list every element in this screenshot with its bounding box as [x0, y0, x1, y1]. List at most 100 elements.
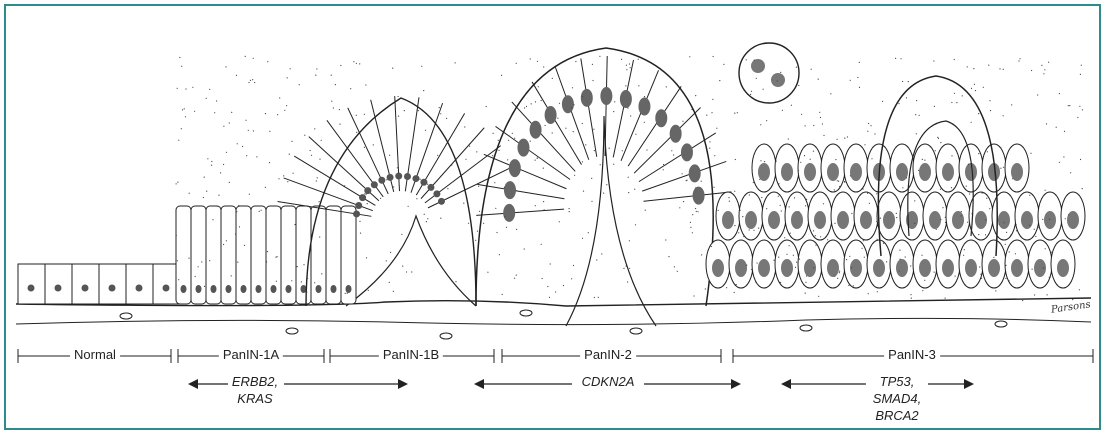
- stipple-dot: [218, 195, 219, 196]
- stipple-dot: [663, 169, 664, 170]
- stipple-dot: [314, 282, 315, 283]
- papillary-cell-border: [613, 60, 633, 157]
- stipple-dot: [794, 197, 795, 198]
- cell-nucleus: [791, 211, 803, 229]
- stipple-dot: [743, 236, 744, 237]
- stipple-dot: [555, 291, 556, 292]
- stipple-dot: [781, 210, 782, 211]
- stipple-dot: [922, 290, 923, 291]
- stipple-dot: [773, 260, 774, 261]
- stipple-dot: [663, 164, 664, 165]
- stipple-dot: [900, 259, 901, 260]
- stipple-dot: [711, 112, 712, 113]
- stroma-stalk: [566, 116, 656, 326]
- stipple-dot: [981, 278, 982, 279]
- stipple-dot: [793, 255, 794, 256]
- stipple-dot: [582, 123, 583, 124]
- stipple-dot: [547, 286, 548, 287]
- stipple-dot: [734, 191, 735, 192]
- stipple-dot: [1034, 229, 1035, 230]
- stipple-dot: [364, 193, 365, 194]
- stipple-dot: [541, 100, 542, 101]
- cell-nucleus: [545, 106, 557, 124]
- stipple-dot: [906, 177, 907, 178]
- stipple-dot: [599, 56, 600, 57]
- stipple-dot: [507, 159, 508, 160]
- stipple-dot: [304, 135, 305, 136]
- stipple-dot: [360, 233, 361, 234]
- stipple-dot: [1043, 73, 1044, 74]
- stipple-dot: [718, 210, 719, 211]
- gene-erbb2: ERBB2,: [232, 373, 278, 390]
- stipple-dot: [411, 271, 412, 272]
- stipple-dot: [1005, 278, 1006, 279]
- stipple-dot: [291, 280, 292, 281]
- stipple-dot: [868, 293, 869, 294]
- stipple-dot: [911, 298, 912, 299]
- stipple-dot: [706, 115, 707, 116]
- stipple-dot: [498, 150, 499, 151]
- stipple-dot: [182, 109, 183, 110]
- stipple-dot: [261, 210, 262, 211]
- stipple-dot: [806, 199, 807, 200]
- stipple-dot: [874, 133, 875, 134]
- stipple-dot: [971, 88, 972, 89]
- stipple-dot: [358, 212, 359, 213]
- stipple-dot: [686, 180, 687, 181]
- cell-nucleus: [387, 174, 394, 181]
- cell-nucleus: [965, 163, 977, 181]
- cell-nucleus: [136, 285, 143, 292]
- stipple-dot: [838, 181, 839, 182]
- stipple-dot: [844, 138, 845, 139]
- stipple-dot: [728, 197, 729, 198]
- stipple-dot: [709, 148, 710, 149]
- stipple-dot: [810, 159, 811, 160]
- cell-nucleus: [196, 285, 202, 293]
- stipple-dot: [496, 232, 497, 233]
- stipple-dot: [492, 155, 493, 156]
- stipple-dot: [691, 109, 692, 110]
- stipple-dot: [674, 266, 675, 267]
- stipple-dot: [629, 268, 630, 269]
- stipple-dot: [1016, 230, 1017, 231]
- stipple-dot: [367, 203, 368, 204]
- stipple-dot: [1008, 280, 1009, 281]
- stromal-nucleus: [630, 328, 642, 334]
- stipple-dot: [344, 185, 345, 186]
- stipple-dot: [591, 178, 592, 179]
- stipple-dot: [398, 116, 399, 117]
- cell-nucleus: [804, 163, 816, 181]
- stipple-dot: [867, 131, 868, 132]
- stipple-dot: [1068, 105, 1069, 106]
- stipple-dot: [1005, 265, 1006, 266]
- cell-nucleus: [517, 139, 529, 157]
- papillary-cell-border: [484, 154, 567, 188]
- stipple-dot: [416, 198, 417, 199]
- stipple-dot: [512, 133, 513, 134]
- stipple-dot: [1042, 219, 1043, 220]
- cell-nucleus: [28, 285, 35, 292]
- stipple-dot: [1082, 188, 1083, 189]
- stipple-dot: [397, 167, 398, 168]
- stipple-dot: [705, 288, 706, 289]
- stipple-dot: [834, 276, 835, 277]
- stipple-dot: [475, 240, 476, 241]
- stipple-dot: [353, 61, 354, 62]
- stipple-dot: [1047, 294, 1048, 295]
- stipple-dot: [1082, 109, 1083, 110]
- stipple-dot: [933, 60, 934, 61]
- stipple-dot: [738, 232, 739, 233]
- stipple-dot: [1018, 60, 1019, 61]
- stipple-dot: [876, 193, 877, 194]
- cell-nucleus: [758, 163, 770, 181]
- normal-cell: [18, 264, 45, 304]
- stipple-dot: [968, 227, 969, 228]
- stipple-dot: [198, 266, 199, 267]
- stipple-dot: [404, 110, 405, 111]
- stipple-dot: [331, 101, 332, 102]
- stipple-dot: [550, 263, 551, 264]
- cell-nucleus: [751, 59, 765, 73]
- stipple-dot: [690, 222, 691, 223]
- stipple-dot: [368, 290, 369, 291]
- stipple-dot: [1016, 224, 1017, 225]
